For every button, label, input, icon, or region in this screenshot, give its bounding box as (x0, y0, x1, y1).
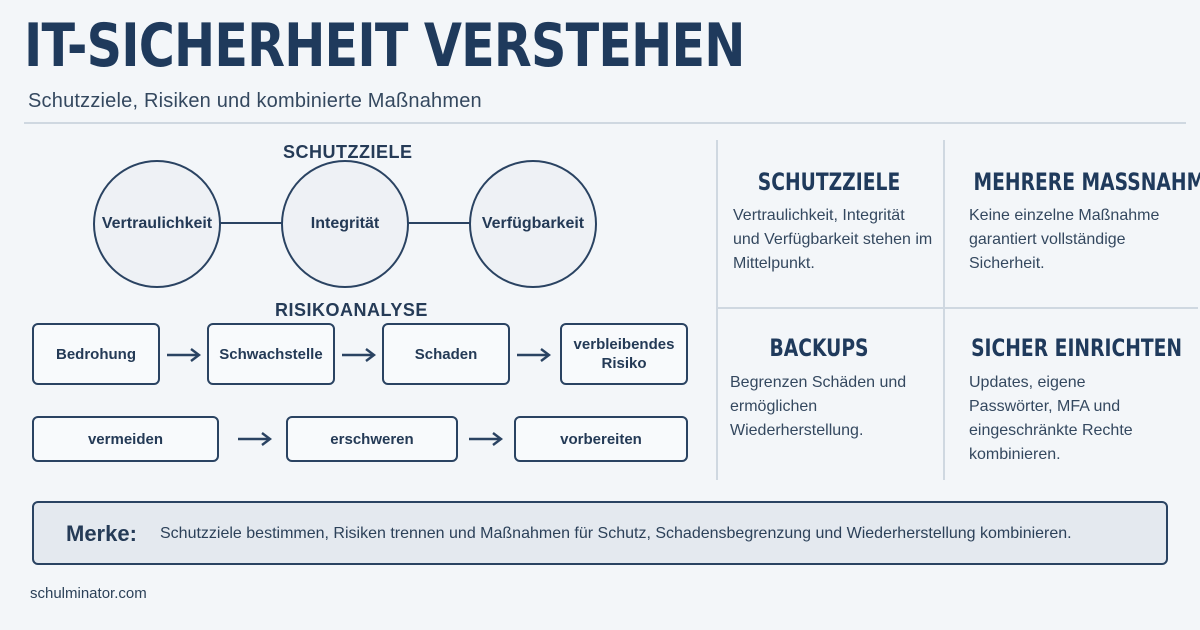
connector-line (406, 222, 478, 224)
box-label: Schaden (414, 345, 478, 363)
connector-line (218, 222, 290, 224)
action-box-vermeiden: vermeiden (32, 416, 219, 462)
box-label: Bedrohung (56, 345, 136, 363)
arrow-right-icon (167, 348, 201, 362)
card-text-backups: Begrenzen Schäden und ermöglichen Wieder… (730, 374, 907, 439)
card-text-sicher-einrichten: Updates, eigene Passwörter, MFA und eing… (969, 374, 1133, 463)
page-subtitle: Schutzziele, Risiken und kombinierte Maß… (28, 90, 482, 112)
circle-verfuegbarkeit: Verfügbarkeit (469, 160, 597, 288)
arrow-right-icon (517, 348, 551, 362)
merke-box: Merke: Schutzziele bestimmen, Risiken tr… (32, 501, 1168, 565)
circle-vertraulichkeit: Vertraulichkeit (93, 160, 221, 288)
card-title-mehrere-massnahmen: MEHRERE MASSNAHMEN (973, 168, 1200, 196)
card-title-schutzziele: SCHUTZZIELE (757, 168, 901, 196)
risikoanalyse-heading: RISIKOANALYSE (275, 300, 428, 320)
box-label: erschweren (330, 430, 414, 448)
card-text-schutzziele: Vertraulichkeit, Integrität und Verfügba… (733, 207, 933, 272)
circle-integritaet: Integrität (281, 160, 409, 288)
grid-divider (716, 140, 718, 480)
box-label: vermeiden (87, 430, 164, 448)
footer-source: schulminator.com (30, 585, 147, 602)
arrow-right-icon (342, 348, 376, 362)
circle-label: Vertraulichkeit (101, 215, 213, 232)
risk-box-verbleibendes-risiko: verbleibendes Risiko (560, 323, 688, 385)
action-box-erschweren: erschweren (286, 416, 458, 462)
circle-label: Verfügbarkeit (481, 215, 585, 232)
arrow-right-icon (469, 432, 503, 446)
risk-box-schaden: Schaden (382, 323, 510, 385)
circle-label: Integrität (310, 215, 380, 232)
box-label: verbleibendes Risiko (573, 336, 675, 372)
arrow-right-icon (238, 432, 272, 446)
header-divider (24, 122, 1186, 124)
card-title-backups: BACKUPS (769, 334, 869, 362)
schutzziele-heading: SCHUTZZIELE (283, 142, 413, 162)
action-box-vorbereiten: vorbereiten (514, 416, 688, 462)
risk-box-bedrohung: Bedrohung (32, 323, 160, 385)
page-title: IT-SICHERHEIT VERSTEHEN (24, 11, 745, 81)
merke-label: Merke: (66, 521, 137, 546)
box-label: vorbereiten (560, 430, 642, 448)
grid-divider (718, 307, 1198, 309)
merke-text: Schutzziele bestimmen, Risiken trennen u… (160, 525, 1072, 542)
risk-box-schwachstelle: Schwachstelle (207, 323, 335, 385)
grid-divider (943, 140, 945, 480)
box-label: Schwachstelle (219, 345, 323, 363)
card-title-sicher-einrichten: SICHER EINRICHTEN (971, 334, 1183, 362)
card-text-mehrere-massnahmen: Keine einzelne Maßnahme garantiert volls… (969, 207, 1160, 272)
